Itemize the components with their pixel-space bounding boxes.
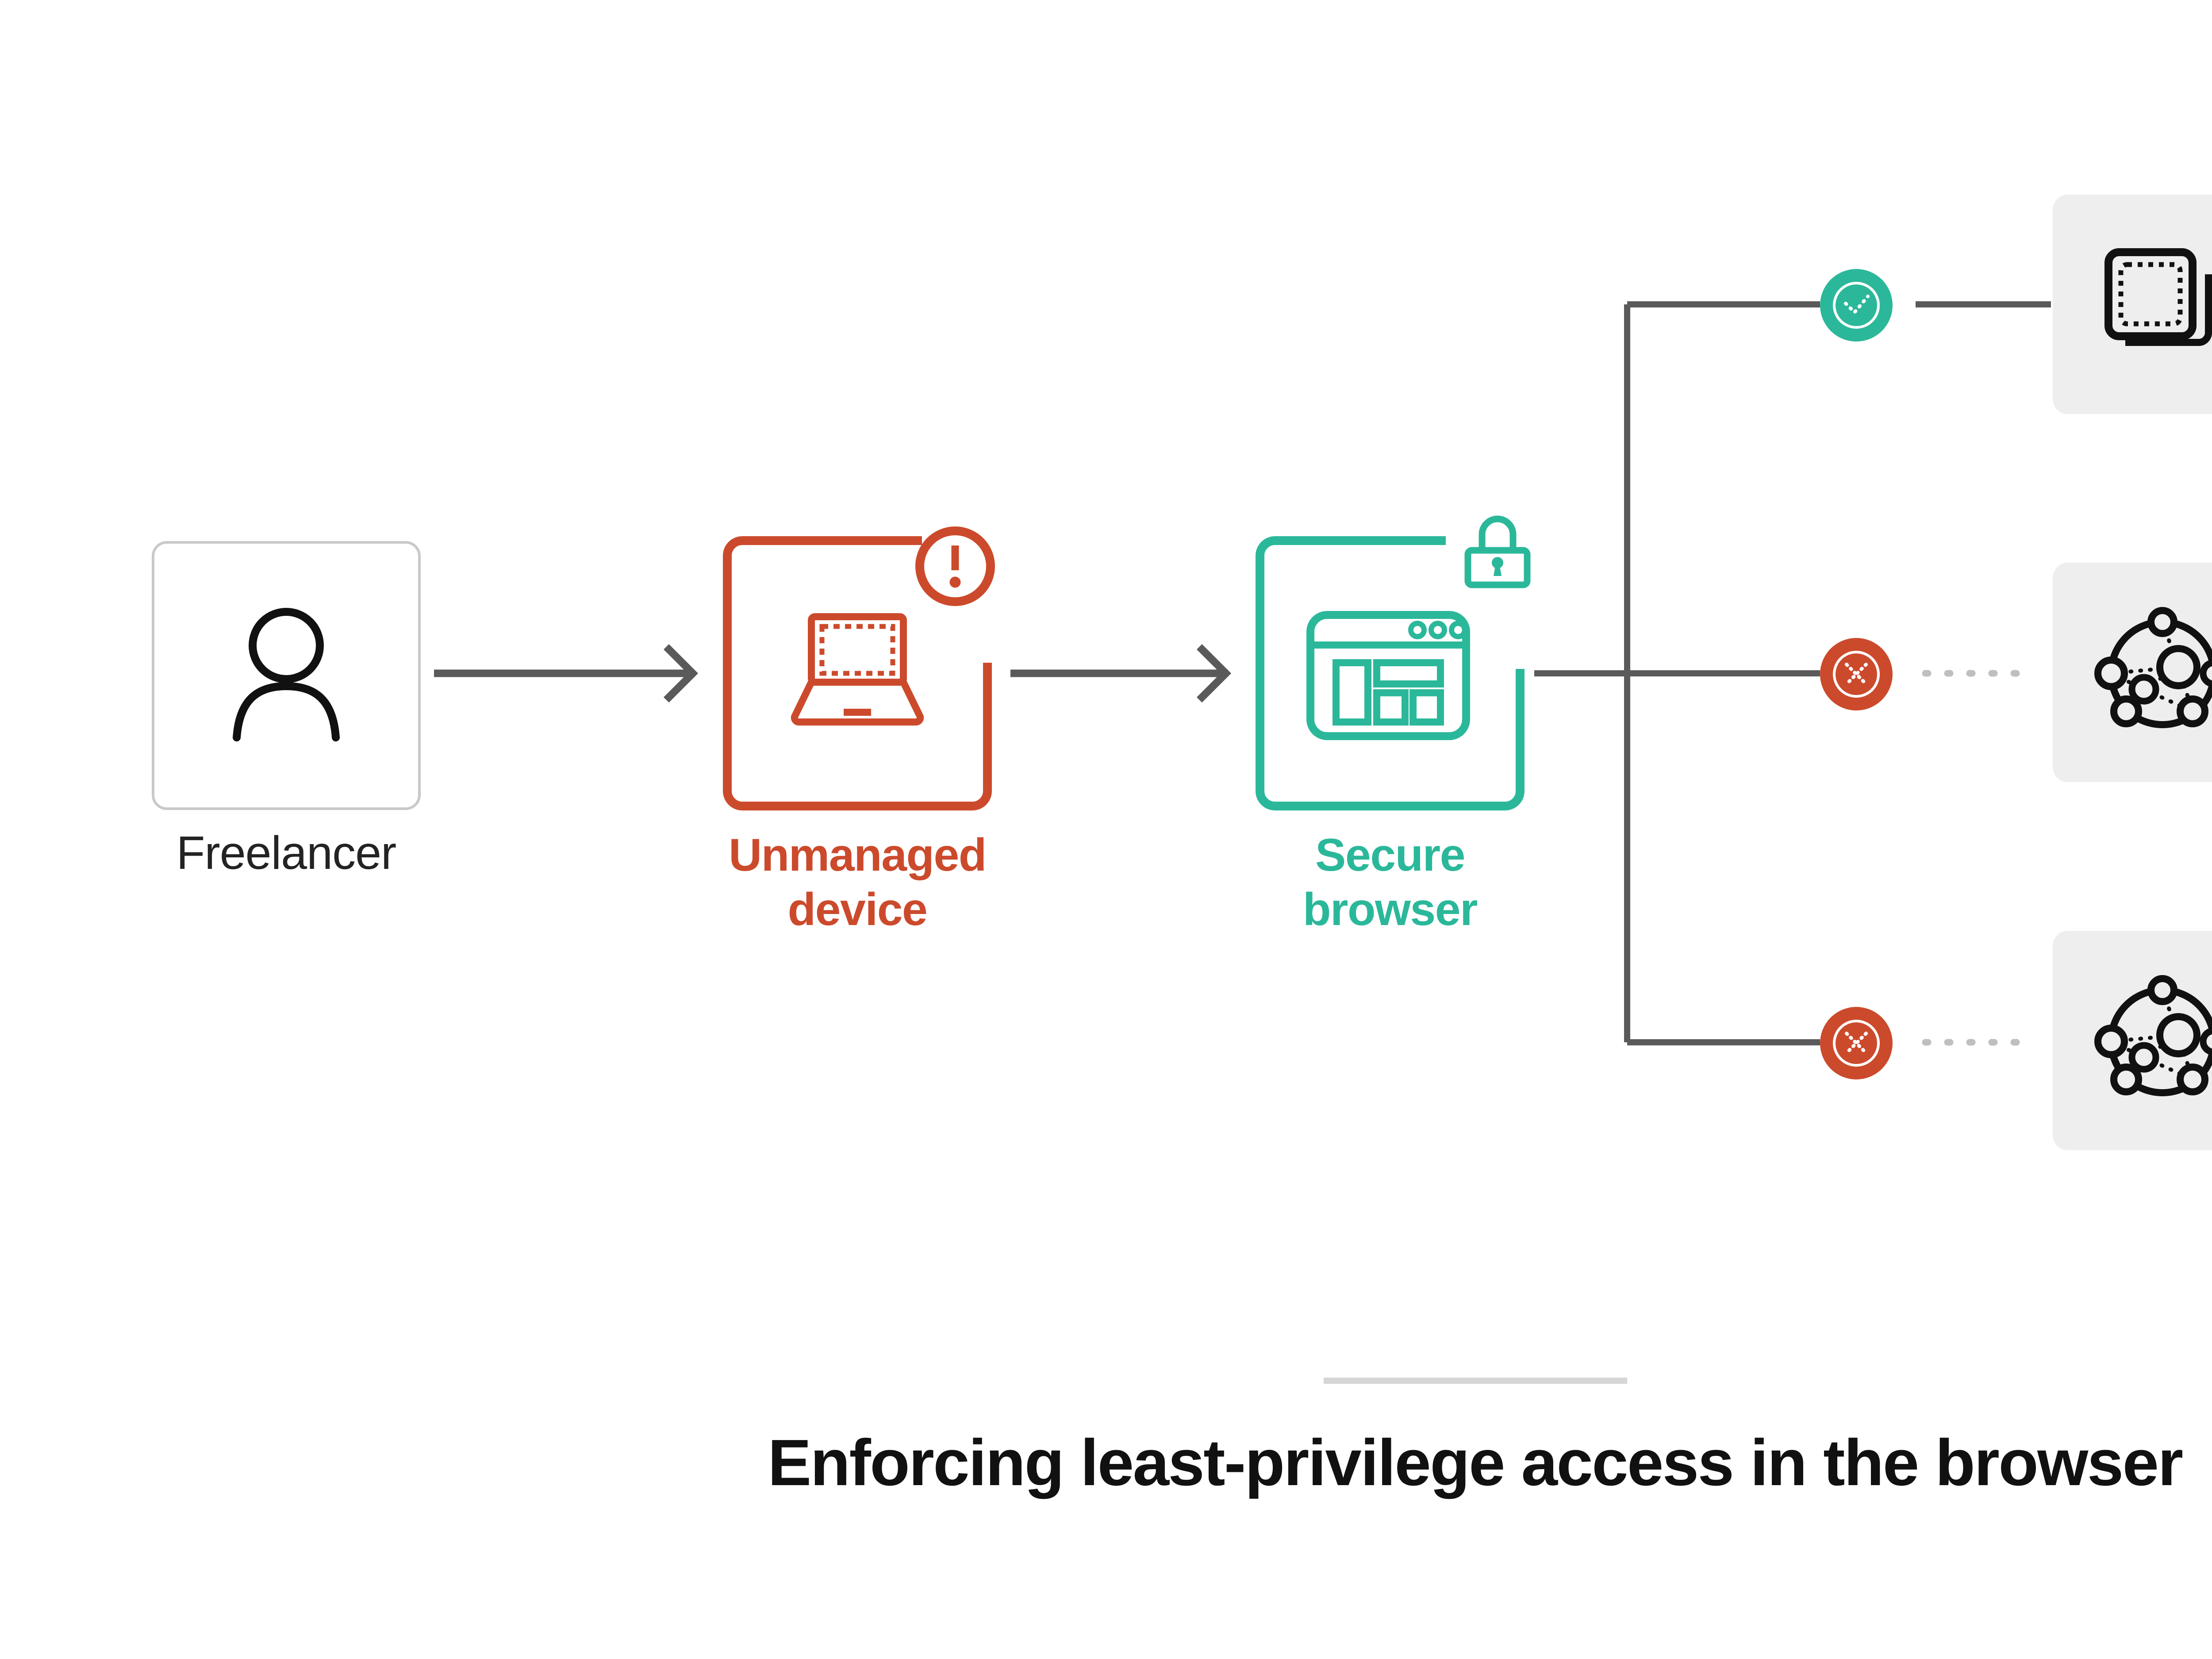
footer-divider <box>1324 1378 1627 1384</box>
freelancer-label: Freelancer <box>176 827 397 879</box>
unmanaged-device-frame <box>723 536 992 810</box>
freelancer-tile <box>152 541 421 810</box>
alert-circle-icon <box>915 526 995 606</box>
unmanaged-device-label: Unmanaged device <box>729 830 987 935</box>
unmanaged-device-box <box>723 536 992 810</box>
secure-browser-frame <box>1256 536 1525 810</box>
x-circle-icon[interactable] <box>1820 1007 1893 1079</box>
branch-trunk <box>1534 301 1820 1045</box>
espn-tile[interactable] <box>2053 931 2212 1150</box>
network-nodes-icon <box>2094 607 2212 728</box>
browser-window-icon <box>1306 611 1470 740</box>
secure-browser-box <box>1256 536 1525 810</box>
laptop-icon <box>791 613 924 726</box>
stacked-windows-icon <box>2104 248 2212 346</box>
draftkings-tile[interactable] <box>2053 563 2212 782</box>
arrow-freelancer-to-unmanaged <box>434 644 699 703</box>
person-icon <box>233 608 340 741</box>
check-circle-icon[interactable] <box>1820 269 1893 342</box>
diagram-title: Enforcing least-privilege access in the … <box>768 1426 2183 1499</box>
arrow-unmanaged-to-secure <box>1010 644 1232 703</box>
network-nodes-icon <box>2094 975 2212 1096</box>
internal-apps-tile[interactable] <box>2053 195 2212 414</box>
lock-icon <box>1464 515 1531 588</box>
x-circle-icon[interactable] <box>1820 638 1893 710</box>
secure-browser-label: Secure browser <box>1302 830 1478 935</box>
